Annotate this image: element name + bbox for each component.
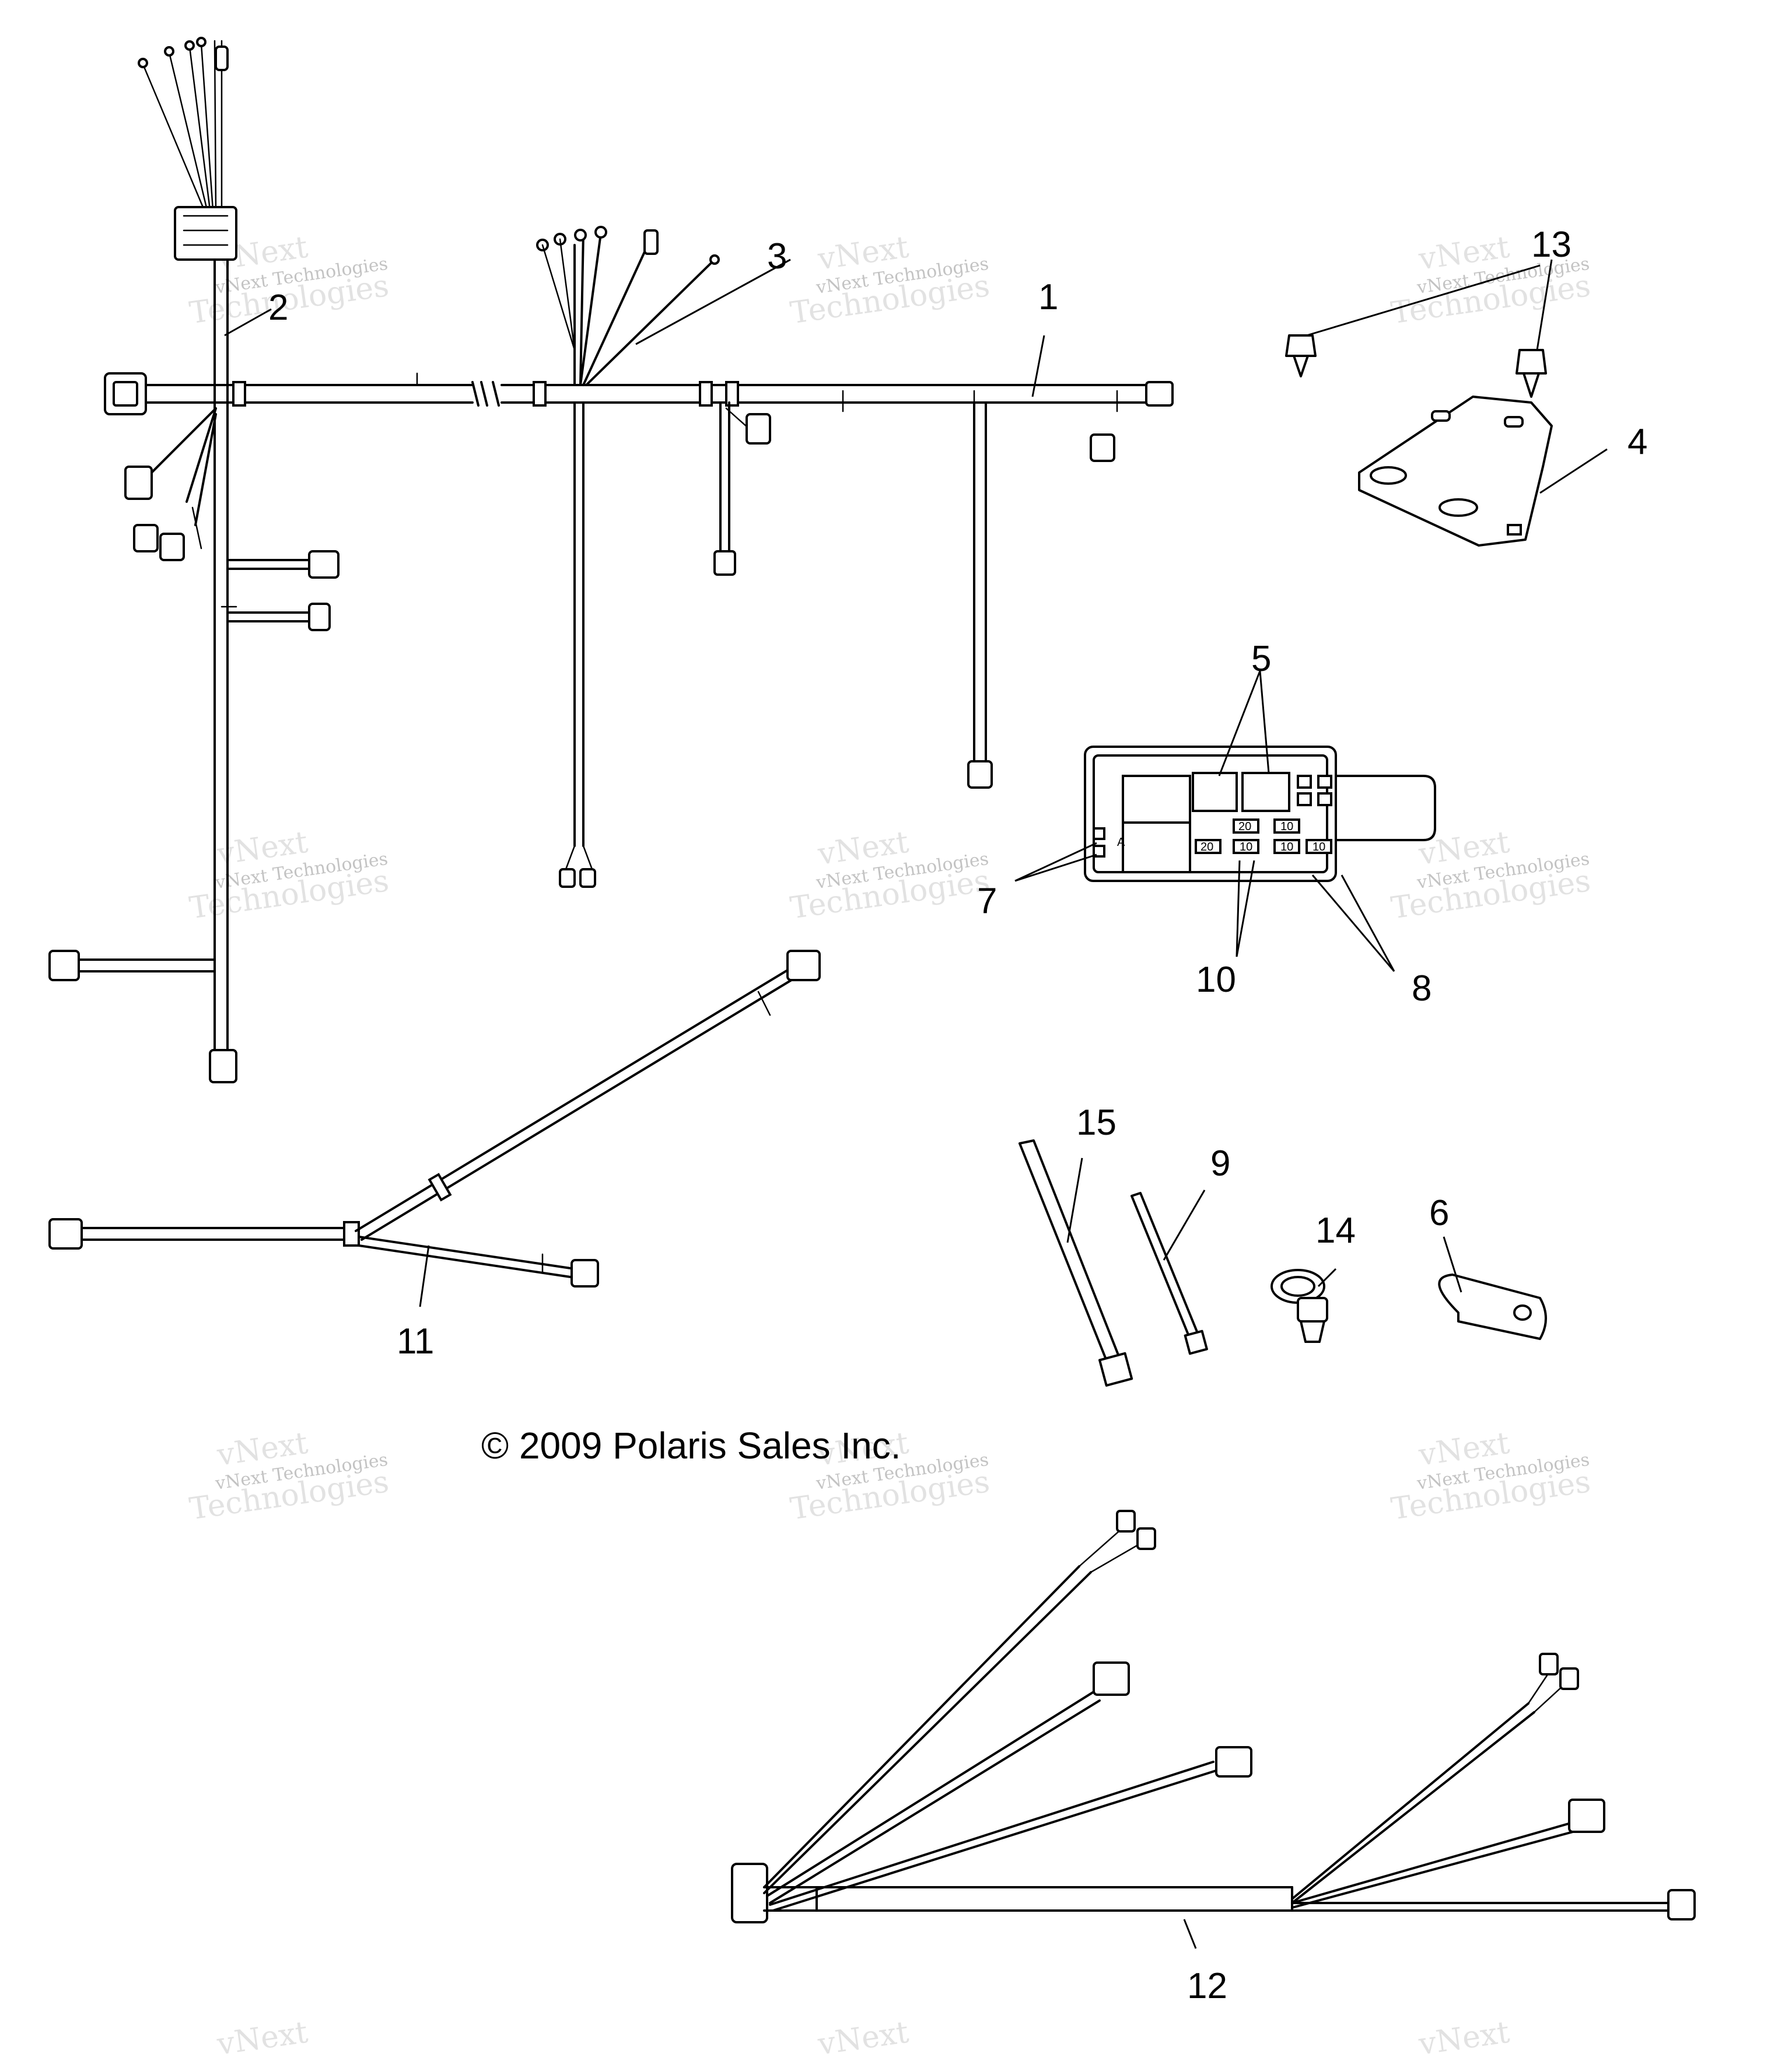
part-13-bolts: [1285, 334, 1547, 398]
callouts: 1 2 3 4 5 6 7 8 9 10 11 12 13 14 15: [268, 225, 1647, 2006]
fuse-label: 10: [1312, 841, 1325, 853]
part-6-p-clamp: [1438, 1274, 1547, 1340]
part-9-tie-strap: [1130, 1192, 1208, 1355]
fuse-label: 10: [1240, 841, 1252, 853]
callout-15: 15: [1076, 1103, 1116, 1143]
callout-8: 8: [1412, 968, 1432, 1009]
watermark: vNext: [215, 2015, 310, 2062]
callout-10: 10: [1196, 960, 1236, 1000]
leader-lines: [224, 258, 1608, 1949]
callout-4: 4: [1628, 422, 1647, 462]
watermark-vnext: vNext: [215, 2015, 310, 2062]
callout-3: 3: [767, 236, 787, 277]
part-14-clip: [1270, 1269, 1328, 1343]
part-1-center-harness: [492, 226, 1174, 888]
part-2-main-harness: [48, 37, 488, 1083]
part-11-harness: [48, 950, 821, 1288]
part-15-tie-strap: [1019, 1139, 1133, 1387]
watermark: vNext: [816, 2015, 911, 2062]
callout-14: 14: [1315, 1211, 1356, 1251]
watermark: vNext: [1416, 2015, 1512, 2062]
watermark: vNext vNext Technologies Technologies: [788, 230, 992, 331]
part-12-main-connector: [731, 1863, 768, 1923]
relay-label: A: [1117, 836, 1125, 849]
callout-5: 5: [1251, 639, 1271, 679]
copyright-text: © 2009 Polaris Sales Inc.: [481, 1425, 901, 1467]
fuse-label: 20: [1238, 820, 1251, 833]
watermark: vNext vNext Technologies Technologies: [1389, 1426, 1592, 1527]
callout-7: 7: [977, 881, 997, 921]
watermark: vNext vNext Technologies Technologies: [187, 825, 391, 926]
part-5-fuse-box: 20 10 20 10 10 10 A: [1084, 746, 1436, 882]
watermark: vNext vNext Technologies Technologies: [788, 825, 992, 926]
callout-6: 6: [1429, 1193, 1449, 1233]
callout-12: 12: [1187, 1966, 1227, 2006]
main-connector: [174, 206, 237, 261]
callout-11: 11: [397, 1321, 434, 1362]
callout-1: 1: [1038, 277, 1058, 317]
part-4-bracket: [1358, 396, 1553, 547]
watermark-vnext: vNext: [816, 2015, 911, 2062]
callout-13: 13: [1531, 225, 1572, 265]
fuse-label: 10: [1280, 820, 1293, 833]
part-12-harness: [731, 1510, 1696, 1923]
fuse-label: 10: [1280, 841, 1293, 853]
watermark-vnext: vNext: [1416, 2015, 1512, 2062]
callout-2: 2: [268, 288, 288, 328]
fuse-label: 20: [1200, 841, 1213, 853]
watermark: vNext vNext Technologies Technologies: [187, 1426, 391, 1527]
callout-9: 9: [1210, 1143, 1230, 1184]
